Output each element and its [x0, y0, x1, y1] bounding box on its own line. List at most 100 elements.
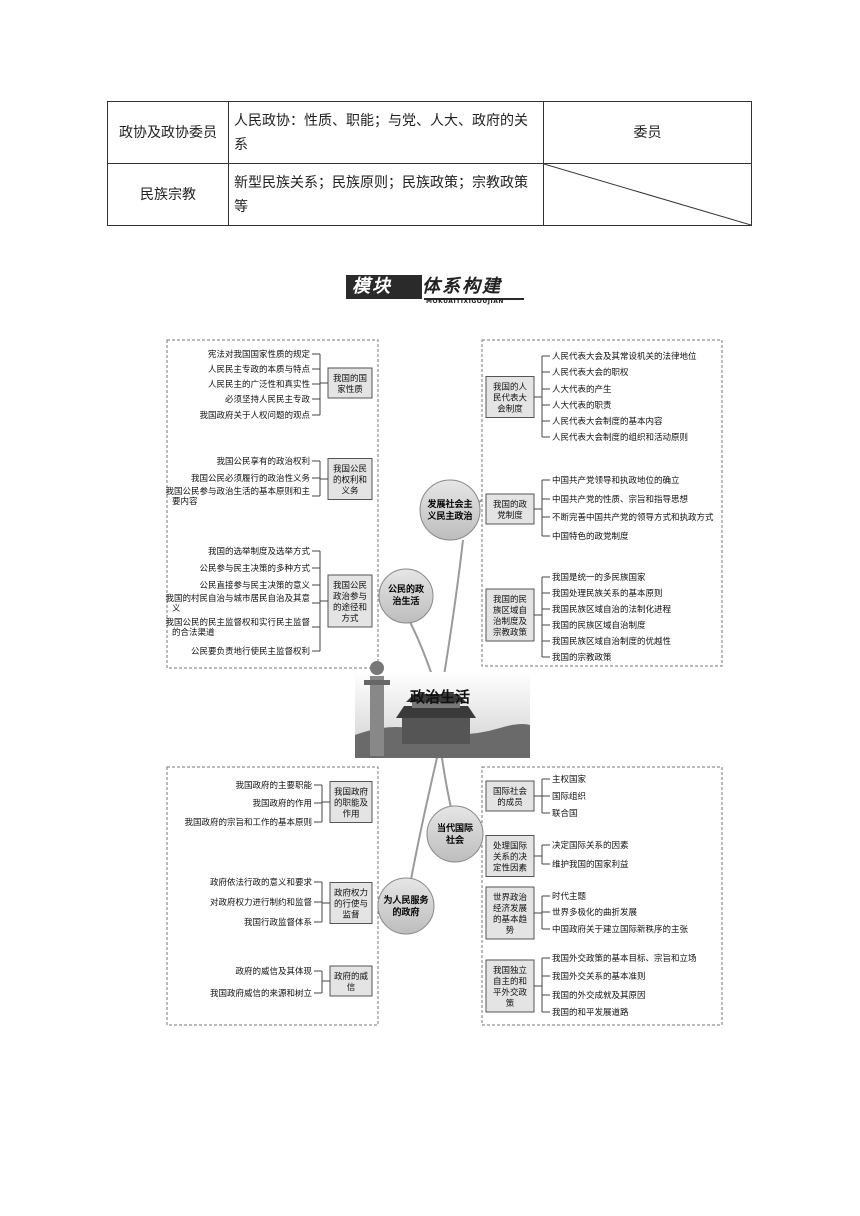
branch-item: 我国政府关于人权问题的观点 [199, 410, 310, 421]
hub-label: 的政府 [392, 906, 419, 918]
branch-group: 政府权力的行使与监督政府依法行政的意义和要求对政府权力进行制约和监督我国行政监督… [210, 877, 373, 928]
topic-box [329, 965, 373, 997]
topic-box-label: 处理国际 [493, 841, 528, 852]
topic-box-label: 我国政府 [334, 787, 369, 798]
topic-box-label: 平外交政 [493, 987, 528, 998]
branch-item: 中国共产党领导和执政地位的确立 [552, 475, 680, 486]
hub-citizen: 公民的政 治生活 [378, 568, 434, 624]
branch-item: 我国民族区域自治的法制化进程 [552, 604, 672, 615]
branch-item: 我国外交关系的基本准则 [552, 971, 646, 982]
branch-item: 我国公民的民主监督权和实行民主监督 [165, 617, 310, 628]
branch-group: 我国公民的权利和义务我国公民享有的政治权利我国公民必须履行的政治性义务我国公民参… [165, 456, 373, 507]
branch-item: 我国的民族区域自治制度 [552, 620, 646, 631]
branch-item: 对政府权力进行制约和监督 [210, 897, 313, 908]
region-frame [166, 339, 379, 669]
topic-box [327, 458, 373, 500]
section-banner: 模块 体系构建 MOKUAITIXIGOUJIAN [346, 272, 526, 306]
branch-item: 中国共产党的性质、宗旨和指导思想 [552, 494, 689, 505]
topic-box-label: 家性质 [337, 384, 363, 395]
topic-box-label: 关系的决 [493, 852, 528, 863]
hub-international: 当代国际 社会 [426, 805, 484, 863]
branch-item: 人民民主的广泛性和真实性 [208, 379, 311, 390]
branch-item: 我国政府威信的来源和树立 [210, 988, 313, 999]
hub-government: 为人民服务 的政府 [377, 877, 435, 935]
topic-box-label: 民代表大 [493, 393, 528, 404]
topic-box-label: 党制度 [497, 510, 523, 521]
topic-box-label: 策 [506, 998, 515, 1009]
branch-item: 中国政府关于建立国际新秩序的主张 [552, 924, 689, 935]
branch-item: 人民代表大会的职权 [552, 367, 629, 378]
branch-item: 我国外交政策的基本目标、宗旨和立场 [552, 953, 697, 964]
diagonal-empty-cell [543, 163, 752, 226]
banner-title-dark: 模块 [346, 275, 422, 299]
branch-item: 我国的外交成就及其原因 [552, 990, 646, 1001]
topic-box-label: 的基本趋 [493, 914, 528, 925]
topic-box-label: 我国公民 [333, 580, 367, 591]
topic-box-label: 的途径和 [333, 602, 367, 613]
hub-label: 社会 [445, 834, 465, 846]
summary-table: 政协及政协委员 人民政协：性质、职能；与党、人大、政府的关系 委员 民族宗教 新… [107, 101, 752, 226]
branch-item: 我国的和平发展道路 [552, 1007, 629, 1018]
topic-box [329, 781, 373, 823]
topic-box-label: 宗教政策 [493, 627, 528, 638]
topic-box [485, 588, 535, 642]
topic-box-label: 政府权力 [334, 888, 368, 899]
branch-item: 我国政府的作用 [252, 798, 312, 809]
branch-item: 公民直接参与民主决策的意义 [199, 580, 310, 591]
branch-item: 维护我国的国家利益 [552, 859, 629, 870]
banner-title-light: 体系构建 [422, 276, 502, 297]
topic-box-label: 政府的威 [334, 971, 369, 982]
topic-box-label: 世界政治 [493, 892, 528, 903]
hub-label: 发展社会主 [426, 498, 472, 510]
branch-item: 我国公民参与政治生活的基本原则和主 [165, 486, 310, 497]
branch-item: 我国政府的主要职能 [235, 780, 312, 791]
topic-box-label: 势 [506, 925, 515, 936]
branch-item: 人民民主专政的本质与特点 [208, 364, 311, 375]
branch-item: 我国是统一的多民族国家 [552, 572, 646, 583]
topic-box-label: 的行使与 [334, 899, 368, 910]
topic-box-label: 国际社会 [493, 786, 528, 797]
topic-box-label: 政治参与 [333, 591, 367, 602]
branch-item: 我国政府的宗旨和工作的基本原则 [184, 817, 312, 828]
topic-box-label: 我国公民 [333, 464, 367, 475]
branch-item: 必须坚持人民民主专政 [225, 394, 311, 405]
topic-box-label: 会制度 [497, 404, 523, 415]
topic-box [485, 493, 535, 525]
topic-box-label: 我国的人 [493, 382, 528, 393]
hub-label: 义民主政治 [426, 510, 472, 522]
branch-item: 公民参与民主决策的多种方式 [199, 563, 310, 574]
branch-item: 我国的宗教政策 [552, 652, 612, 663]
branch-item: 不断完善中国共产党的领导方式和执政方式 [552, 512, 714, 523]
branch-item: 政府依法行政的意义和要求 [210, 877, 313, 888]
branch-item: 我国处理民族关系的基本原则 [552, 588, 663, 599]
topic-box-label: 作用 [342, 809, 359, 820]
table-row: 民族宗教 新型民族关系；民族原则；民族政策；宗教政策等 [107, 163, 752, 226]
branch-groups: 我国的国家性质宪法对我国国家性质的规定人民民主专政的本质与特点人民民主的广泛性和… [165, 349, 714, 1018]
table-cell: 人民政协：性质、职能；与党、人大、政府的关系 [228, 101, 544, 164]
branch-item: 人民代表大会制度的组织和活动原则 [552, 432, 688, 443]
topic-box [327, 574, 373, 628]
branch-item: 国际组织 [552, 791, 586, 802]
topic-box-label: 我国的政 [493, 499, 528, 510]
region-frame [166, 766, 379, 1026]
branch-item: 我国的选举制度及选举方式 [208, 546, 311, 557]
table-row: 政协及政协委员 人民政协：性质、职能；与党、人大、政府的关系 委员 [107, 101, 752, 164]
topic-box [485, 959, 535, 1013]
hub-label: 公民的政 [388, 583, 425, 595]
branch-item: 我国民族区域自治制度的优越性 [552, 636, 672, 647]
branch-group: 我国的国家性质宪法对我国国家性质的规定人民民主专政的本质与特点人民民主的广泛性和… [199, 349, 373, 421]
branch-item: 联合国 [552, 808, 578, 819]
topic-box-label: 我国独立 [493, 965, 528, 976]
branch-group: 我国的民族区域自治制度及宗教政策我国是统一的多民族国家我国处理民族关系的基本原则… [485, 572, 672, 663]
branch-item: 要内容 [172, 496, 198, 507]
table-cell: 委员 [543, 101, 752, 164]
topic-box-label: 的职能及 [334, 798, 369, 809]
topic-box-label: 方式 [341, 613, 359, 624]
topic-box [327, 367, 373, 399]
branch-item: 人大代表的职责 [552, 400, 612, 411]
branch-item: 政府的威信及其体现 [235, 966, 312, 977]
table-cell: 民族宗教 [107, 163, 229, 226]
